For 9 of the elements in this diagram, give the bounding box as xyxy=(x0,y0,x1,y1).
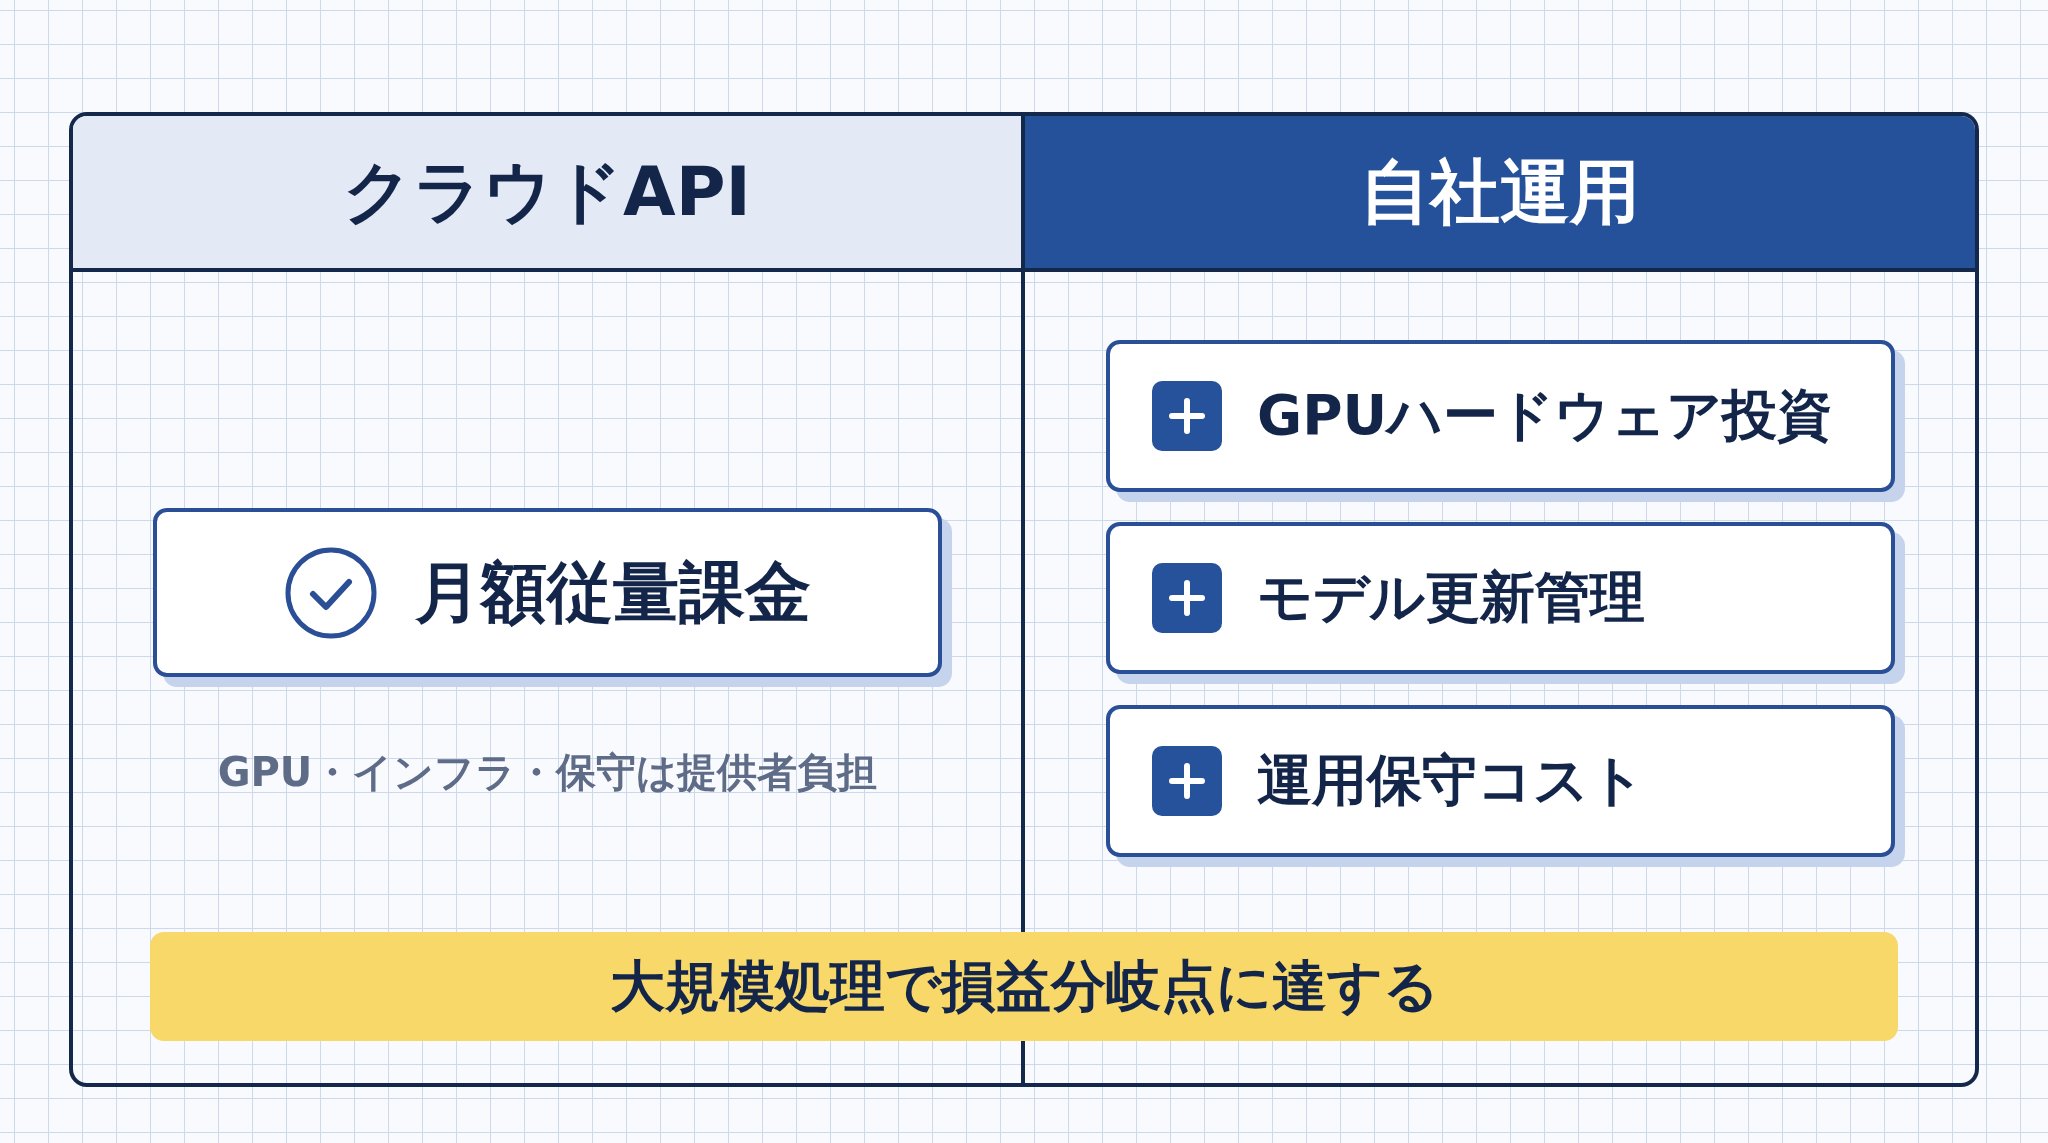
item-text: 月額従量課金 xyxy=(414,554,811,631)
item-text: モデル更新管理 xyxy=(1257,566,1645,630)
column-heading: 自社運用 xyxy=(1360,151,1640,233)
note-text: GPU・インフラ・保守は提供者負担 xyxy=(217,749,878,795)
item-text: GPUハードウェア投資 xyxy=(1257,384,1833,448)
item-text: 運用保守コスト xyxy=(1257,749,1645,813)
conclusion-text: 大規模処理で損益分岐点に達する xyxy=(609,954,1439,1019)
conclusion-banner xyxy=(150,932,1898,1041)
column-heading: クラウドAPI xyxy=(343,152,751,232)
